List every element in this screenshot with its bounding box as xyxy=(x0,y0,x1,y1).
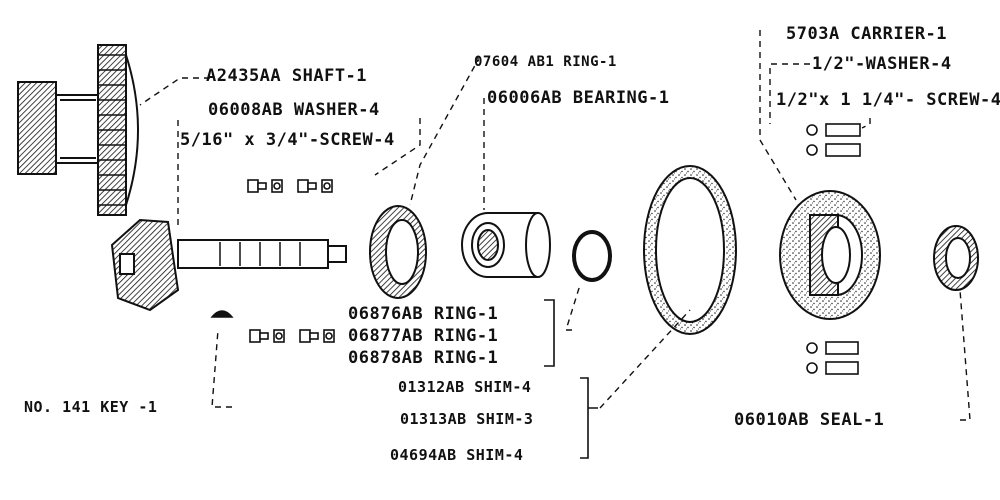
label-shim-04694: 04694AB SHIM-4 xyxy=(390,446,524,464)
pinion-shaft xyxy=(110,218,347,312)
cluster-gear xyxy=(17,44,139,216)
label-shim-01312: 01312AB SHIM-4 xyxy=(398,378,532,396)
label-seal: 06010AB SEAL-1 xyxy=(734,410,885,430)
label-washer-half: 1/2"-WASHER-4 xyxy=(812,54,952,74)
label-washer-06008: 06008AB WASHER-4 xyxy=(208,100,380,120)
label-ring-07604: 07604 AB1 RING-1 xyxy=(474,54,617,70)
label-ring-06878: 06878AB RING-1 xyxy=(348,348,499,368)
label-bearing-06006: 06006AB BEARING-1 xyxy=(487,88,670,108)
ring-07604 xyxy=(369,205,427,299)
label-key: NO. 141 KEY -1 xyxy=(24,398,158,416)
label-shim-01313: 01313AB SHIM-3 xyxy=(400,410,534,428)
brackets xyxy=(544,299,598,459)
bearing-06006 xyxy=(461,212,551,278)
label-ring-06876: 06876AB RING-1 xyxy=(348,304,499,324)
key-part xyxy=(210,310,234,318)
label-ring-06877: 06877AB RING-1 xyxy=(348,326,499,346)
label-shaft: A2435AA SHAFT-1 xyxy=(206,66,368,86)
shim-gasket xyxy=(643,165,737,335)
carrier-screws-lower xyxy=(806,341,859,375)
label-screw-5-16: 5/16" x 3/4"-SCREW-4 xyxy=(180,130,395,150)
label-carrier: 5703A CARRIER-1 xyxy=(786,24,948,44)
carrier-5703 xyxy=(779,190,881,320)
screws-upper xyxy=(247,179,333,193)
snap-ring xyxy=(572,230,612,282)
label-screw-half: 1/2"x 1 1/4"- SCREW-4 xyxy=(776,90,1000,110)
seal-06010 xyxy=(933,225,979,291)
leader-lines xyxy=(139,30,971,421)
carrier-screws-upper xyxy=(806,123,861,157)
screws-lower xyxy=(249,329,335,343)
